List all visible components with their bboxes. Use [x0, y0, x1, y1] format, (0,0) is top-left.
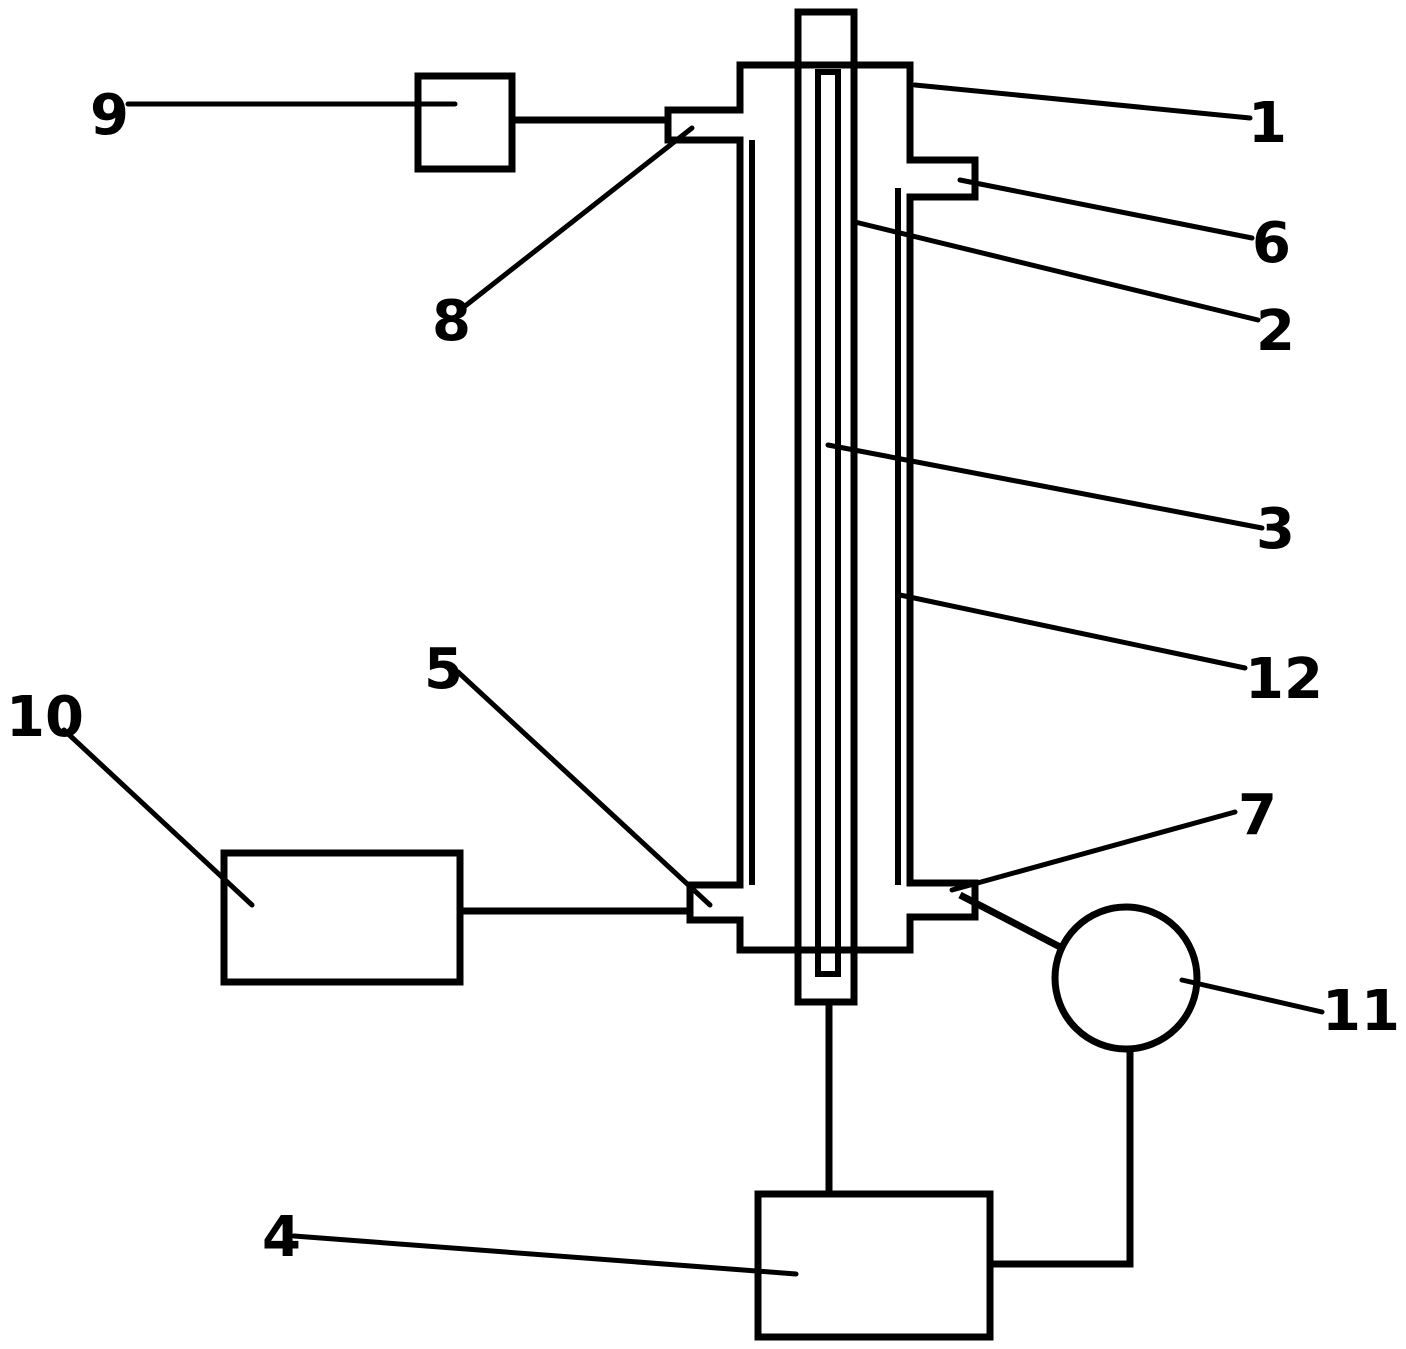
leader-7	[949, 809, 1238, 893]
label-9: 9	[90, 83, 129, 148]
box-10	[220, 849, 464, 986]
leader-2	[852, 219, 1261, 323]
label-7: 7	[1238, 783, 1277, 848]
leader-4	[291, 1233, 799, 1277]
pump-11	[1051, 903, 1201, 1053]
label-5: 5	[424, 637, 463, 702]
label-2: 2	[1256, 299, 1295, 364]
leader-5	[455, 669, 713, 908]
leader-6	[957, 177, 1255, 241]
leader-12	[897, 592, 1248, 671]
label-8: 8	[432, 289, 471, 354]
leader-1	[912, 82, 1253, 121]
central-tube-2	[794, 8, 858, 1006]
box-4	[754, 1190, 994, 1341]
leader-11	[1179, 977, 1325, 1015]
leader-8	[457, 125, 695, 313]
pipe-7-to-11	[958, 891, 1064, 952]
outer-jacket-1	[664, 61, 979, 954]
label-3: 3	[1256, 497, 1295, 562]
label-10: 10	[6, 685, 84, 750]
pipe-11-to-4	[990, 1049, 1134, 1268]
box-9	[414, 72, 516, 173]
leader-3	[825, 442, 1265, 531]
label-1: 1	[1248, 91, 1287, 156]
label-4: 4	[262, 1205, 301, 1270]
label-6: 6	[1252, 211, 1291, 276]
label-12: 12	[1245, 647, 1323, 712]
label-11: 11	[1322, 979, 1400, 1044]
leader-10	[61, 727, 255, 908]
inner-core-3	[815, 69, 841, 977]
